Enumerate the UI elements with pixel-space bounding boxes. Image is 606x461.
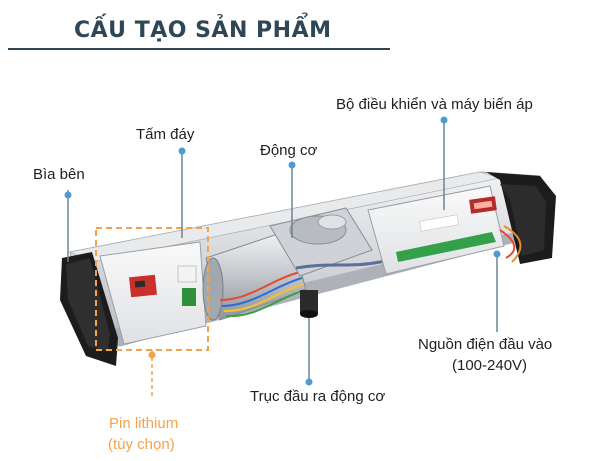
power-input-leader-dot [493,250,501,258]
right-end-cap [486,172,556,264]
controller-leader-dot [440,116,448,124]
motor-cylinder [202,229,307,321]
left-end-cap [60,252,118,366]
label-battery: Pin lithium [109,415,179,432]
label-power-range: (100-240V) [452,357,528,374]
battery-leader-dot [148,351,156,359]
label-motor-shaft: Trục đầu ra động cơ [250,388,386,405]
label-motor: Động cơ [260,142,318,159]
label-base-plate: Tấm đáy [136,126,195,143]
label-side-cover: Bìa bên [33,166,85,183]
base-plate-leader-dot [178,147,186,155]
motor-leader-dot [288,161,296,169]
label-power-input: Nguồn điện đầu vào [418,336,553,353]
gearbox [269,207,373,277]
motor-output-shaft [300,290,318,318]
title-underline [8,48,390,50]
controller-box [367,185,505,275]
label-battery-optional: (tùy chọn) [108,436,175,453]
label-controller: Bộ điều khiển và máy biến áp [336,96,533,113]
motor-shaft-leader-dot [305,378,313,386]
side-cover-leader-dot [64,191,72,199]
page-title: CẤU TẠO SẢN PHẨM [74,18,332,43]
battery-box [99,241,207,345]
